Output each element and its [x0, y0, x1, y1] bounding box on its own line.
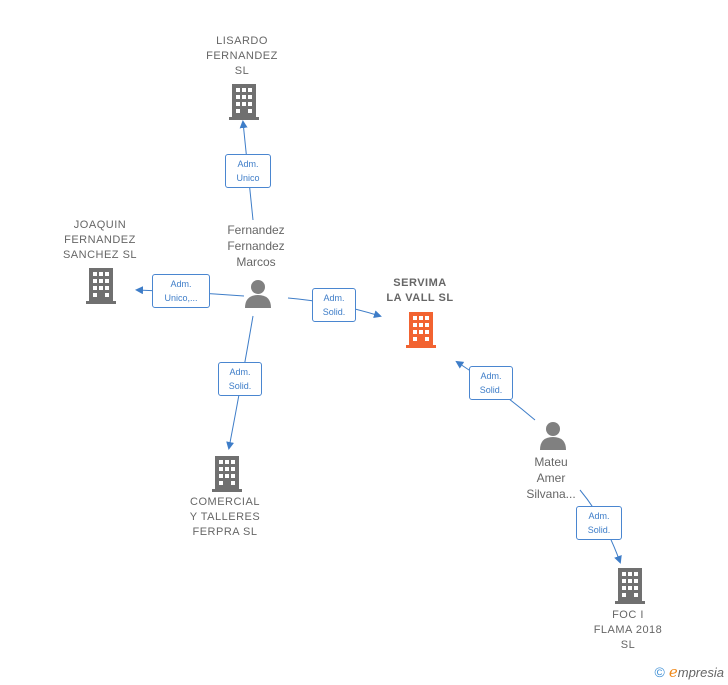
building-main-icon[interactable]	[406, 312, 436, 348]
building-icon[interactable]	[212, 456, 242, 492]
company-label-foc[interactable]: FOC I FLAMA 2018 SL	[593, 609, 663, 651]
edge-label-to-joaquin[interactable]: Adm. Unico,...	[152, 274, 210, 308]
edge-label-to-lisardo[interactable]: Adm. Unico	[225, 154, 271, 188]
edge-label-to-foc[interactable]: Adm. Solid.	[576, 506, 622, 540]
company-label-joaquin[interactable]: JOAQUIN FERNANDEZ SANCHEZ SL	[62, 219, 138, 261]
copyright-icon: ©	[654, 664, 665, 680]
edge-label-to-comercial[interactable]: Adm. Solid.	[218, 362, 262, 396]
building-icon[interactable]	[615, 568, 645, 604]
company-label-lisardo[interactable]: LISARDO FERNANDEZ SL	[206, 35, 278, 77]
person-icon[interactable]	[243, 278, 273, 308]
company-label-servima[interactable]: SERVIMA LA VALL SL	[386, 277, 454, 304]
building-icon[interactable]	[229, 84, 259, 120]
edge-label-to-servima-1[interactable]: Adm. Solid.	[312, 288, 356, 322]
building-icon[interactable]	[86, 268, 116, 304]
edge-label-to-servima-2[interactable]: Adm. Solid.	[469, 366, 513, 400]
footer-brand: ©empresia	[655, 663, 724, 681]
person-label-fernandez[interactable]: Fernandez Fernandez Marcos	[227, 223, 285, 269]
person-icon[interactable]	[538, 420, 568, 450]
person-label-mateu[interactable]: Mateu Amer Silvana...	[526, 455, 576, 501]
brand-name: mpresia	[677, 665, 724, 680]
company-label-comercial[interactable]: COMERCIAL Y TALLERES FERPRA SL	[189, 496, 261, 538]
brand-initial: e	[668, 663, 678, 681]
